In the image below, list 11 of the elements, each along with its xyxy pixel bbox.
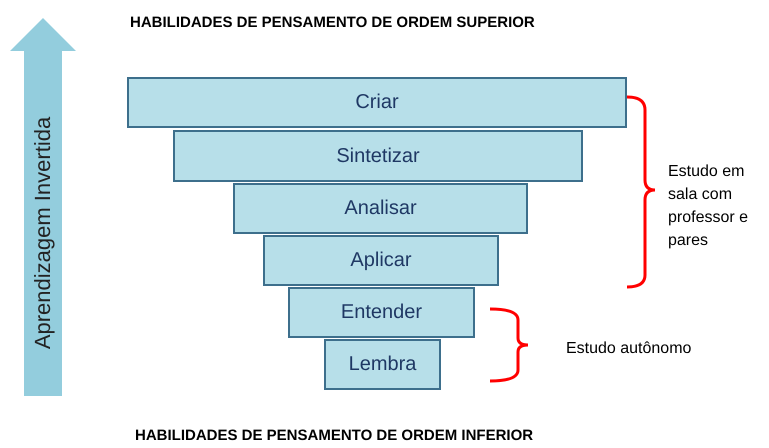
- arrow-label: Aprendizagem Invertida: [30, 116, 56, 350]
- level-box: Aplicar: [263, 235, 499, 286]
- diagram-caption: HABILIDADES DE PENSAMENTO DE ORDEM INFERIOR: [135, 427, 534, 444]
- side-note: Estudo autônomo: [566, 339, 692, 359]
- diagram-title: HABILIDADES DE PENSAMENTO DE ORDEM SUPERIOR: [130, 14, 535, 31]
- side-note: Estudo em sala com professor e pares: [668, 162, 750, 251]
- level-box: Criar: [127, 77, 627, 128]
- level-box: Sintetizar: [173, 130, 583, 182]
- level-box: Analisar: [233, 183, 528, 234]
- level-box: Lembra: [324, 339, 441, 390]
- level-box: Entender: [288, 287, 475, 338]
